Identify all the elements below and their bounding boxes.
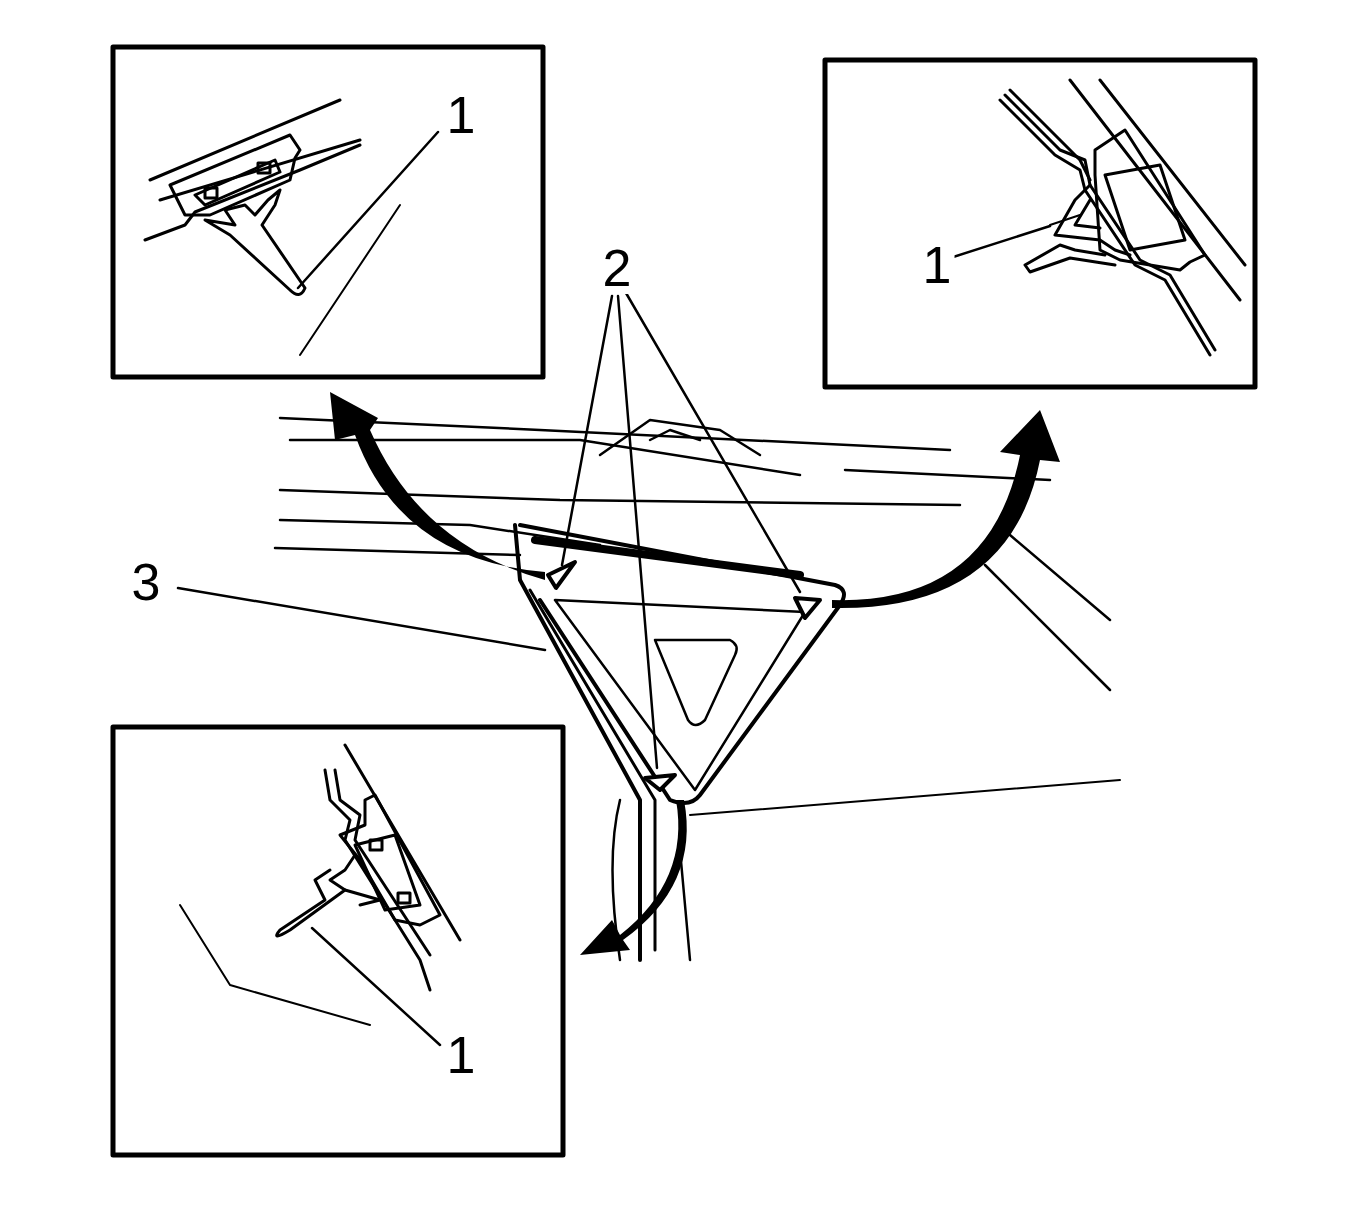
- inset-frame: [825, 60, 1255, 387]
- callout-number: 1: [920, 239, 955, 291]
- clip-detail: [145, 100, 400, 355]
- callout-number: 3: [129, 556, 164, 608]
- clip-detail: [180, 745, 460, 1025]
- retainer: [548, 562, 820, 790]
- callout-number: 1: [444, 89, 479, 141]
- callout-number: 1: [444, 1029, 479, 1081]
- inset-frame: [113, 727, 563, 1155]
- view-arrow: [330, 392, 1060, 955]
- clip-detail: [1000, 80, 1245, 355]
- callout-number: 2: [600, 242, 635, 294]
- quarter-window: [515, 525, 1120, 960]
- inset-frame: [113, 47, 543, 377]
